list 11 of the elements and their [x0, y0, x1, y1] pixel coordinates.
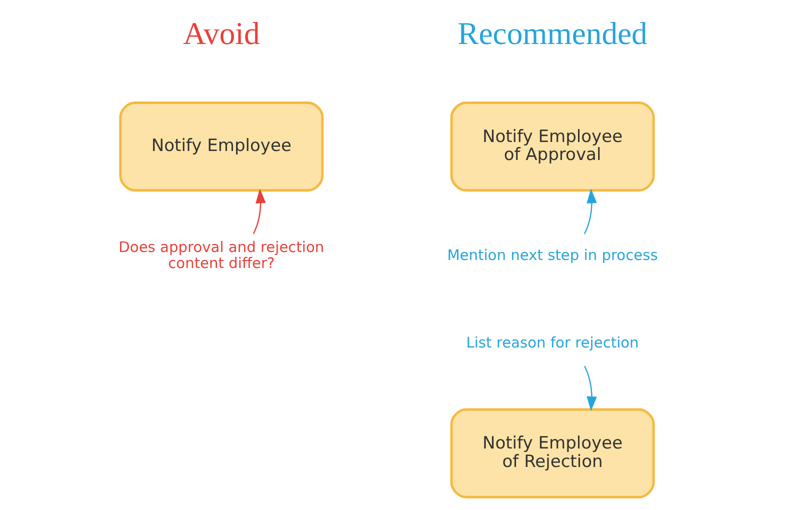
- node-box: Notify Employee of Rejection: [450, 408, 654, 498]
- node-text: Mention next step in process: [446, 246, 658, 264]
- arrow: [583, 188, 596, 234]
- arrow: [584, 365, 596, 411]
- node-box: Notify Employee: [118, 101, 324, 192]
- node-box: Notify Employee of Approval: [450, 101, 654, 192]
- label: Recommended: [457, 16, 647, 51]
- arrow: [252, 188, 266, 234]
- node-text: List reason for rejection: [466, 334, 638, 352]
- label: Avoid: [182, 16, 260, 51]
- node-text: Does approval and rejection content differ?: [118, 238, 324, 272]
